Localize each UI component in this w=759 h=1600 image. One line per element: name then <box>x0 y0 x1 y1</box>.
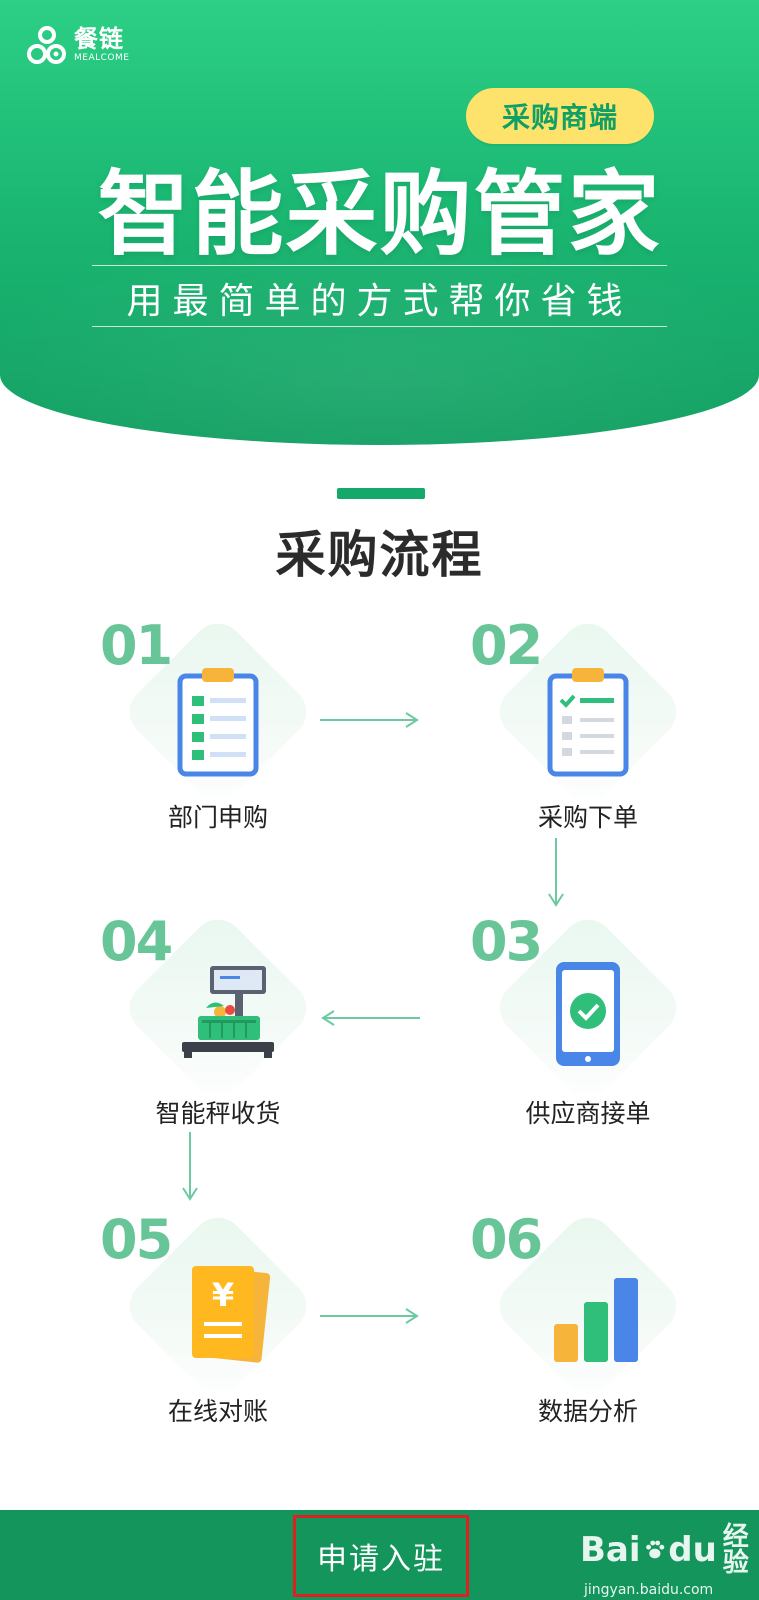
scale-basket-icon <box>182 966 274 1058</box>
step-data-analysis: 06 数据分析 <box>468 1207 708 1444</box>
step-label: 采购下单 <box>537 803 638 832</box>
clipboard-list-icon <box>177 668 259 777</box>
step-number: 06 <box>470 1208 543 1271</box>
watermark-brand-left: Bai <box>580 1530 641 1570</box>
step-supplier-accept: 03 供应商接单 <box>468 909 708 1146</box>
step-number: 03 <box>470 910 543 973</box>
step-scale-receive: 04 智能秤收货 <box>98 909 338 1146</box>
hero-title: 智能采购管家 <box>97 161 662 268</box>
invoice-yuan-icon: ¥ <box>192 1266 271 1363</box>
step-label: 在线对账 <box>167 1397 268 1426</box>
arrow-down-icon <box>548 838 564 907</box>
apply-join-button[interactable]: 申请入驻 <box>293 1515 469 1597</box>
section-accent-bar <box>337 488 425 499</box>
step-online-reconcile: 05 ¥ 在线对账 <box>98 1207 338 1444</box>
bar-chart-icon <box>554 1278 638 1362</box>
step-label: 供应商接单 <box>525 1099 651 1128</box>
role-badge: 采购商端 <box>466 88 654 144</box>
brand-logo-icon <box>27 26 66 64</box>
hero-subtitle: 用最简单的方式帮你省钱 <box>126 281 633 322</box>
checklist-icon <box>547 668 629 777</box>
step-label: 数据分析 <box>537 1397 638 1426</box>
watermark-brand-right: du <box>668 1530 717 1570</box>
step-number: 02 <box>470 614 543 677</box>
section-title: 采购流程 <box>275 526 484 584</box>
baidu-watermark: Bai du 经验 jingyan.baidu.com <box>580 1524 759 1598</box>
step-number: 01 <box>100 614 173 677</box>
step-purchase-order: 02 采购下单 <box>468 613 708 850</box>
brand-name: 餐链 <box>74 25 124 53</box>
watermark-cn: 经验 <box>722 1522 749 1578</box>
step-label: 部门申购 <box>167 803 268 832</box>
hero-banner: 餐链 MEALCOME 采购商端 智能采购管家 用最简单的方式帮你省钱 <box>0 0 759 445</box>
step-number: 04 <box>100 910 173 973</box>
arrow-left-icon <box>321 1010 420 1026</box>
brand-logo[interactable]: 餐链 MEALCOME <box>26 24 129 66</box>
arrow-down-icon <box>182 1132 198 1201</box>
footer-bar <box>0 1510 759 1600</box>
hero-divider-top <box>92 265 667 266</box>
watermark-url: jingyan.baidu.com <box>584 1582 714 1598</box>
arrow-right-icon <box>320 712 419 728</box>
phone-check-icon <box>556 962 620 1066</box>
brand-name-en: MEALCOME <box>74 53 130 63</box>
arrow-right-icon <box>320 1308 419 1324</box>
paw-icon <box>645 1540 664 1559</box>
svg-text:¥: ¥ <box>212 1276 234 1314</box>
step-label: 智能秤收货 <box>155 1099 281 1128</box>
hero-divider-bottom <box>92 326 667 327</box>
step-number: 05 <box>100 1208 173 1271</box>
step-dept-request: 01 部门申购 <box>98 613 338 850</box>
